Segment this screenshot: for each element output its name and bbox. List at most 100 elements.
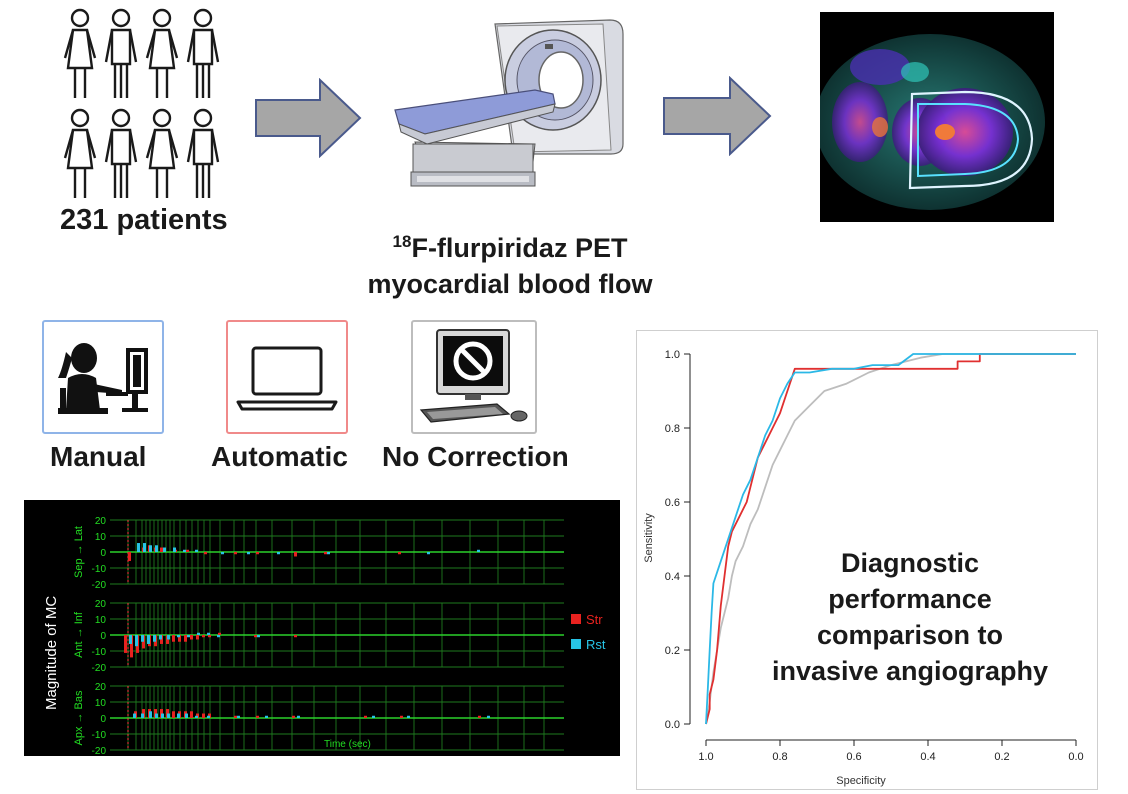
mc-panel-label: Ant → Inf	[73, 611, 85, 658]
roc-x-tick-label: 0.2	[994, 751, 1009, 763]
mc-tick-label: 10	[95, 532, 107, 543]
roc-y-tick-label: 1.0	[665, 349, 680, 361]
mc-bar-str	[478, 715, 481, 718]
person-icon	[186, 108, 220, 198]
roc-annotation: Diagnostic performance comparison to inv…	[742, 545, 1078, 689]
roc-series-line	[705, 353, 1076, 725]
mc-bar-rst	[153, 635, 156, 642]
mc-bar-rst	[407, 715, 410, 718]
mc-panel-label: Apx → Bas	[73, 690, 85, 746]
mc-bar-rst	[207, 715, 210, 718]
right-arrow-icon	[255, 78, 362, 158]
roc-x-tick-label: 0.8	[772, 751, 787, 763]
mc-bar-str	[234, 552, 237, 555]
mc-bar-str	[160, 709, 163, 718]
mc-bar-rst	[155, 545, 158, 552]
mc-bar-rst	[183, 549, 186, 552]
mc-bar-rst	[221, 552, 224, 555]
roc-annotation-line4: invasive angiography	[771, 656, 1049, 686]
right-arrow-icon	[663, 76, 772, 156]
roc-y-tick-label: 0.6	[665, 497, 680, 509]
mc-panel-label: Sep → Lat	[73, 526, 85, 578]
mc-tick-label: 20	[95, 516, 107, 527]
person-icon	[145, 108, 179, 198]
mc-bar-str	[364, 715, 367, 718]
mc-bar-str	[172, 635, 175, 642]
roc-x-tick-label: 0.0	[1068, 751, 1083, 763]
mc-bar-rst	[297, 715, 300, 718]
mc-bar-str	[254, 635, 257, 638]
mc-bar-rst	[141, 713, 144, 718]
mc-bar-str	[160, 547, 163, 552]
mc-bar-str	[190, 635, 193, 640]
mc-bar-str	[142, 709, 145, 718]
mc-bar-str	[184, 635, 187, 642]
roc-y-tick-label: 0.8	[665, 423, 680, 435]
roc-x-tick-label: 0.6	[846, 751, 861, 763]
no-correction-icon-box	[411, 320, 537, 434]
pet-perfusion-image	[820, 12, 1054, 222]
patients-icon	[63, 8, 220, 198]
pet-title-line2: myocardial blood flow	[367, 269, 653, 299]
person-icon	[63, 8, 97, 98]
roc-annotation-line3: comparison to	[816, 620, 1004, 650]
roc-y-tick-label: 0.0	[665, 719, 680, 731]
mc-bar-rst	[427, 552, 430, 555]
mc-tick-label: -10	[92, 730, 107, 741]
mc-bar-str	[166, 635, 169, 644]
patients-label: 231 patients	[60, 204, 228, 236]
person-icon	[104, 108, 138, 198]
mc-tick-label: 20	[95, 682, 107, 693]
mc-bar-rst	[155, 713, 158, 718]
mc-bar-str	[196, 635, 199, 640]
roc-y-tick-label: 0.4	[665, 571, 680, 583]
pet-title-line1-text: F-flurpiridaz PET	[411, 233, 628, 263]
legend-swatch-rst	[571, 639, 581, 649]
mc-tick-label: -10	[92, 564, 107, 575]
mc-bar-rst	[167, 635, 170, 640]
pet-title-line1: 18F-flurpiridaz PET	[330, 224, 690, 266]
mc-bar-rst	[185, 713, 188, 718]
person-icon	[145, 8, 179, 98]
mc-bar-str	[160, 635, 163, 644]
mc-bar-rst	[197, 632, 200, 635]
mc-bar-rst	[277, 552, 280, 555]
mc-tick-label: 0	[100, 631, 106, 642]
person-icon	[63, 108, 97, 198]
mc-bar-rst	[137, 543, 140, 552]
mc-bar-rst	[167, 713, 170, 718]
mc-bar-str	[124, 635, 127, 653]
mc-bar-rst	[135, 635, 138, 647]
mc-bar-str	[398, 552, 401, 555]
legend-swatch-str	[571, 614, 581, 624]
prohibited-computer-icon	[419, 329, 528, 423]
mc-bar-rst	[372, 715, 375, 718]
mc-bar-str	[202, 635, 205, 638]
mc-bar-rst	[195, 715, 198, 718]
legend-label-str: Str	[586, 612, 603, 627]
mc-bar-str	[256, 552, 259, 555]
mc-bar-rst	[129, 635, 132, 644]
mc-tick-label: 0	[100, 548, 106, 559]
roc-x-tick-label: 1.0	[698, 751, 713, 763]
mc-bar-str	[208, 635, 211, 638]
mc-tick-label: 10	[95, 698, 107, 709]
mc-bar-str	[130, 635, 133, 658]
mc-bar-str	[294, 552, 297, 557]
roc-series-line	[705, 353, 1076, 725]
person-icon	[104, 8, 138, 98]
mc-bar-rst	[217, 635, 220, 638]
mc-bar-str	[166, 709, 169, 718]
mc-bar-str	[172, 711, 175, 718]
pet-superscript: 18	[392, 232, 412, 251]
mc-bar-rst	[257, 635, 260, 638]
mc-bar-rst	[477, 549, 480, 552]
mc-bar-rst	[327, 552, 330, 555]
mc-bar-rst	[147, 635, 150, 644]
mc-bar-str	[400, 715, 403, 718]
roc-annotation-line1: Diagnostic	[840, 548, 980, 578]
laptop-icon	[236, 346, 338, 411]
mc-bar-rst	[163, 547, 166, 552]
mc-bar-str	[204, 552, 207, 555]
